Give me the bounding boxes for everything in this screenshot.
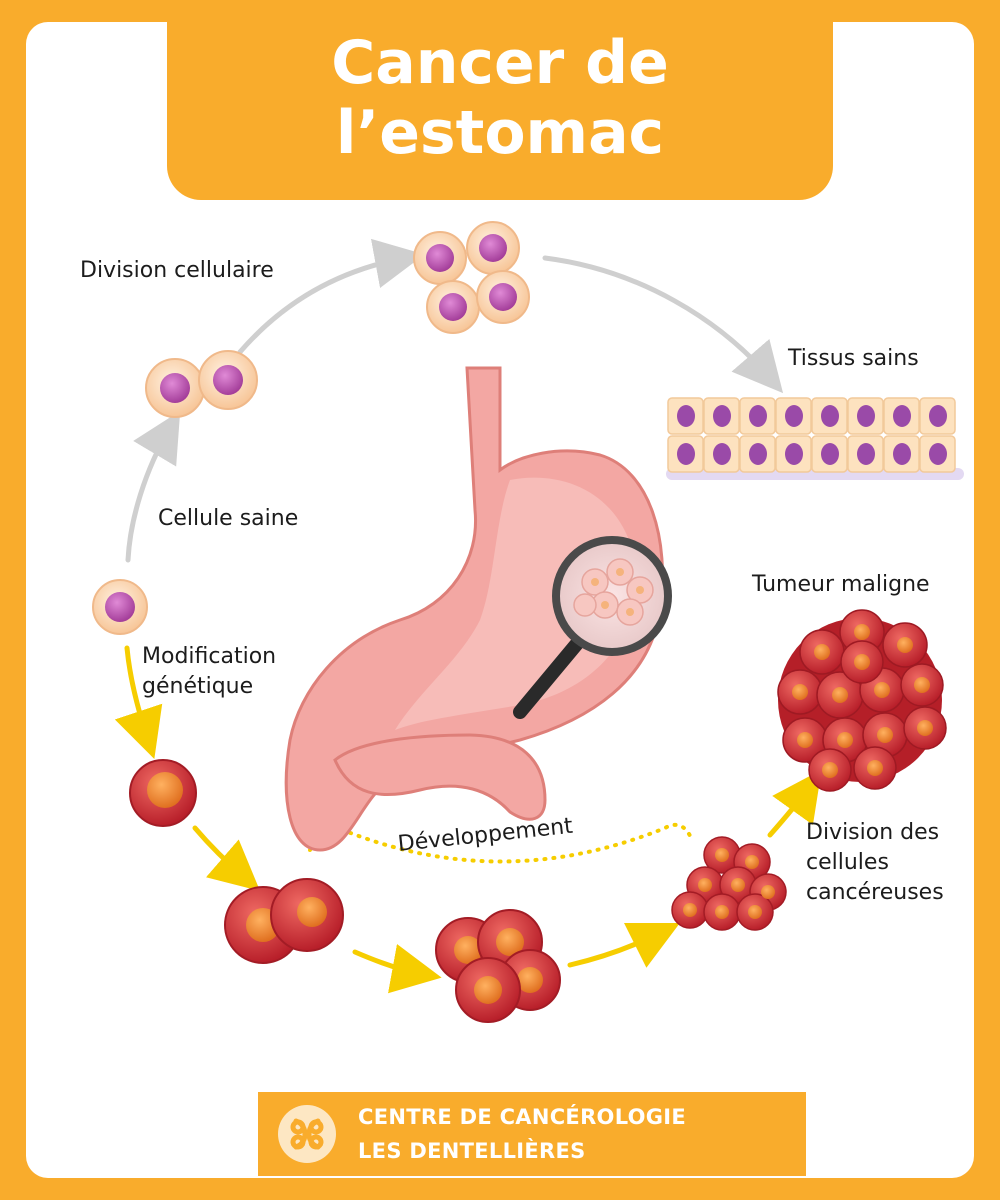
title-line-1: Cancer de (331, 28, 669, 98)
magnifier-icon (513, 536, 672, 719)
label-division-cancer-line2: cellules (806, 850, 889, 875)
cancer-cell-group (435, 909, 561, 1023)
footer-banner: CENTRE DE CANCÉROLOGIE LES DENTELLIÈRES (258, 1092, 806, 1176)
label-cellule-saine: Cellule saine (158, 506, 299, 531)
healthy-cell (92, 579, 148, 635)
label-modification-line1: Modification (142, 644, 277, 669)
title-banner: Cancer de l’estomac (167, 0, 833, 200)
title-line-2: l’estomac (335, 98, 665, 168)
healthy-tissue (666, 397, 964, 480)
dividing-healthy-cells (145, 350, 258, 418)
stomach-illustration (284, 366, 664, 852)
development-dotted-arc (308, 823, 694, 864)
label-division-cancer-line3: cancéreuses (806, 880, 944, 905)
mutated-cell (129, 759, 197, 827)
centre-logo-icon (278, 1105, 336, 1163)
cancer-progression-arrows (114, 645, 822, 994)
label-modification-line2: génétique (142, 674, 254, 699)
footer-line-2: LES DENTELLIÈRES (358, 1139, 586, 1163)
footer-line-1: CENTRE DE CANCÉROLOGIE (358, 1105, 687, 1129)
healthy-cycle-arrows (125, 238, 784, 563)
dividing-cancer-cluster (671, 836, 787, 931)
malignant-tumor (777, 609, 947, 792)
label-division-cancer-line1: Division des (806, 820, 940, 845)
healthy-cell-cluster (413, 221, 530, 334)
label-division-cellulaire: Division cellulaire (80, 258, 274, 283)
label-tissus-sains: Tissus sains (788, 346, 919, 371)
label-tumeur-maligne: Tumeur maligne (752, 572, 930, 597)
dividing-cancer-cells (224, 878, 344, 964)
